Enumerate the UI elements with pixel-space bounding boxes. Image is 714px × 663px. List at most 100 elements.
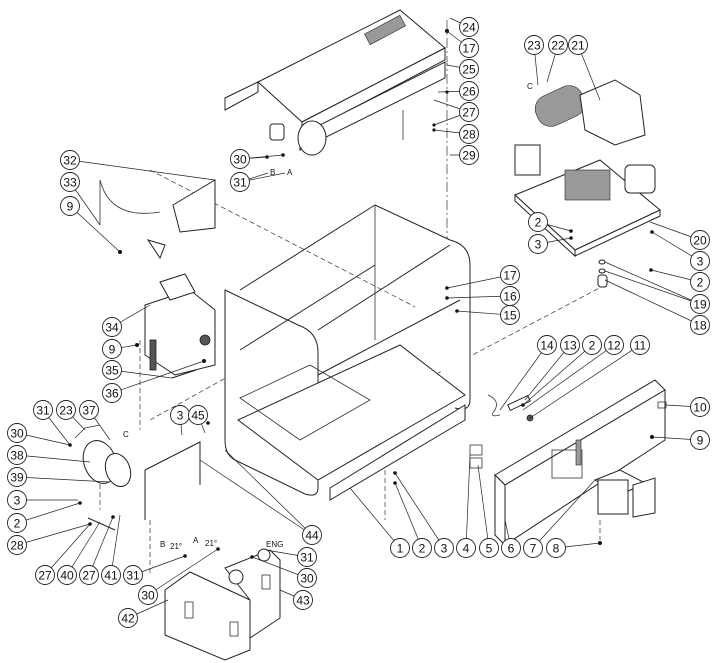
callout-balloon-16: 16: [500, 286, 520, 306]
balloon-circle: [459, 145, 479, 165]
callout-number: 1: [397, 542, 404, 556]
callout-balloon-5: 5: [479, 538, 499, 558]
balloon-circle: [690, 251, 710, 271]
callout-balloon-2: 2: [582, 335, 602, 355]
balloon-circle: [604, 335, 624, 355]
callout-number: 31: [233, 176, 247, 190]
leader-line-16: [446, 295, 511, 299]
leader-line-27: [88, 516, 114, 576]
callout-balloon-18: 18: [690, 315, 710, 335]
callout-balloon-35: 35: [102, 360, 122, 380]
callout-number: 42: [121, 612, 135, 626]
vent-grille: [364, 14, 406, 46]
callout-number: 3: [177, 409, 184, 423]
callout-number: 41: [104, 569, 118, 583]
callout-number: 39: [10, 471, 24, 485]
label-b-top: B: [270, 168, 275, 177]
control-box-part: [469, 379, 667, 547]
balloon-circle: [501, 538, 521, 558]
callout-number: 18: [693, 319, 707, 333]
callout-number: 28: [10, 539, 24, 553]
callout-balloon-30: 30: [230, 149, 250, 169]
leader-line-1: [349, 487, 401, 549]
callout-balloon-17: 17: [500, 265, 520, 285]
balloon-circle: [537, 335, 557, 355]
label-a-tank: A: [193, 536, 199, 545]
callout-balloon-10: 10: [690, 397, 710, 417]
label-c-left: C: [123, 430, 129, 439]
balloon-circle: [459, 102, 479, 122]
callout-balloon-3: 3: [7, 490, 27, 510]
callout-number: 14: [540, 339, 554, 353]
balloon-circle: [102, 339, 122, 359]
callout-balloon-2: 2: [690, 272, 710, 292]
callout-number: 32: [63, 154, 77, 168]
fuel-bracket-part: [144, 441, 201, 485]
callout-balloon-3: 3: [528, 234, 548, 254]
callout-balloon-27: 27: [35, 565, 55, 585]
balloon-circle: [690, 294, 710, 314]
callout-number: 29: [462, 149, 476, 163]
callout-balloon-6: 6: [501, 538, 521, 558]
callout-number: 30: [300, 572, 314, 586]
callout-balloon-12: 12: [604, 335, 624, 355]
callout-number: 7: [530, 542, 537, 556]
callout-number: 31: [300, 551, 314, 565]
balloon-circle: [79, 565, 99, 585]
callout-number: 30: [233, 153, 247, 167]
balloon-circle: [523, 538, 543, 558]
leader-line-19: [604, 270, 701, 305]
callout-balloon-7: 7: [523, 538, 543, 558]
callout-balloon-3: 3: [690, 251, 710, 271]
callout-balloon-30: 30: [297, 568, 317, 588]
callout-number: 43: [296, 594, 310, 608]
callout-balloon-33: 33: [60, 172, 80, 192]
callout-balloon-24: 24: [459, 17, 479, 37]
callout-number: 6: [508, 542, 515, 556]
callout-balloon-44: 44: [302, 525, 322, 545]
callout-balloon-14: 14: [537, 335, 557, 355]
callout-balloon-30: 30: [7, 423, 27, 443]
callout-number: 13: [563, 339, 577, 353]
balloon-circle: [456, 538, 476, 558]
balloon-circle: [60, 196, 80, 216]
callout-balloon-4: 4: [456, 538, 476, 558]
battery-tank-part: [144, 273, 216, 379]
balloon-circle: [101, 565, 121, 585]
callout-number: 2: [697, 276, 704, 290]
callout-number: 34: [105, 321, 119, 335]
leader-line-41: [110, 514, 121, 576]
callout-balloon-40: 40: [57, 565, 77, 585]
callout-number: 2: [14, 517, 21, 531]
callout-number: 8: [553, 542, 560, 556]
balloon-circle: [434, 538, 454, 558]
balloon-circle: [35, 565, 55, 585]
fuel-tanks-part: [164, 548, 281, 661]
leader-line-30: [147, 548, 219, 596]
balloon-circle: [297, 568, 317, 588]
balloon-circle: [138, 585, 158, 605]
leader-line-36: [111, 360, 205, 394]
balloon-circle: [102, 360, 122, 380]
leader-line-17: [446, 274, 511, 289]
leader-line-5: [477, 464, 490, 549]
balloon-circle: [7, 467, 27, 487]
callout-number: 25: [462, 63, 476, 77]
callout-balloon-31: 31: [297, 547, 317, 567]
balloon-circle: [582, 335, 602, 355]
callout-number: 36: [105, 387, 119, 401]
electrical-box-part: [593, 469, 656, 518]
callout-number: 28: [462, 128, 476, 142]
air-filter: [534, 85, 586, 127]
callout-balloon-42: 42: [118, 608, 138, 628]
battery-assembly-line: [149, 369, 241, 421]
balloon-circle: [102, 317, 122, 337]
callout-balloon-34: 34: [102, 317, 122, 337]
callout-balloon-23: 23: [524, 35, 544, 55]
balloon-circle: [548, 35, 568, 55]
callout-balloon-22: 22: [548, 35, 568, 55]
balloon-circle: [7, 445, 27, 465]
leader-line-14: [499, 344, 548, 411]
battery-box: [624, 164, 656, 194]
